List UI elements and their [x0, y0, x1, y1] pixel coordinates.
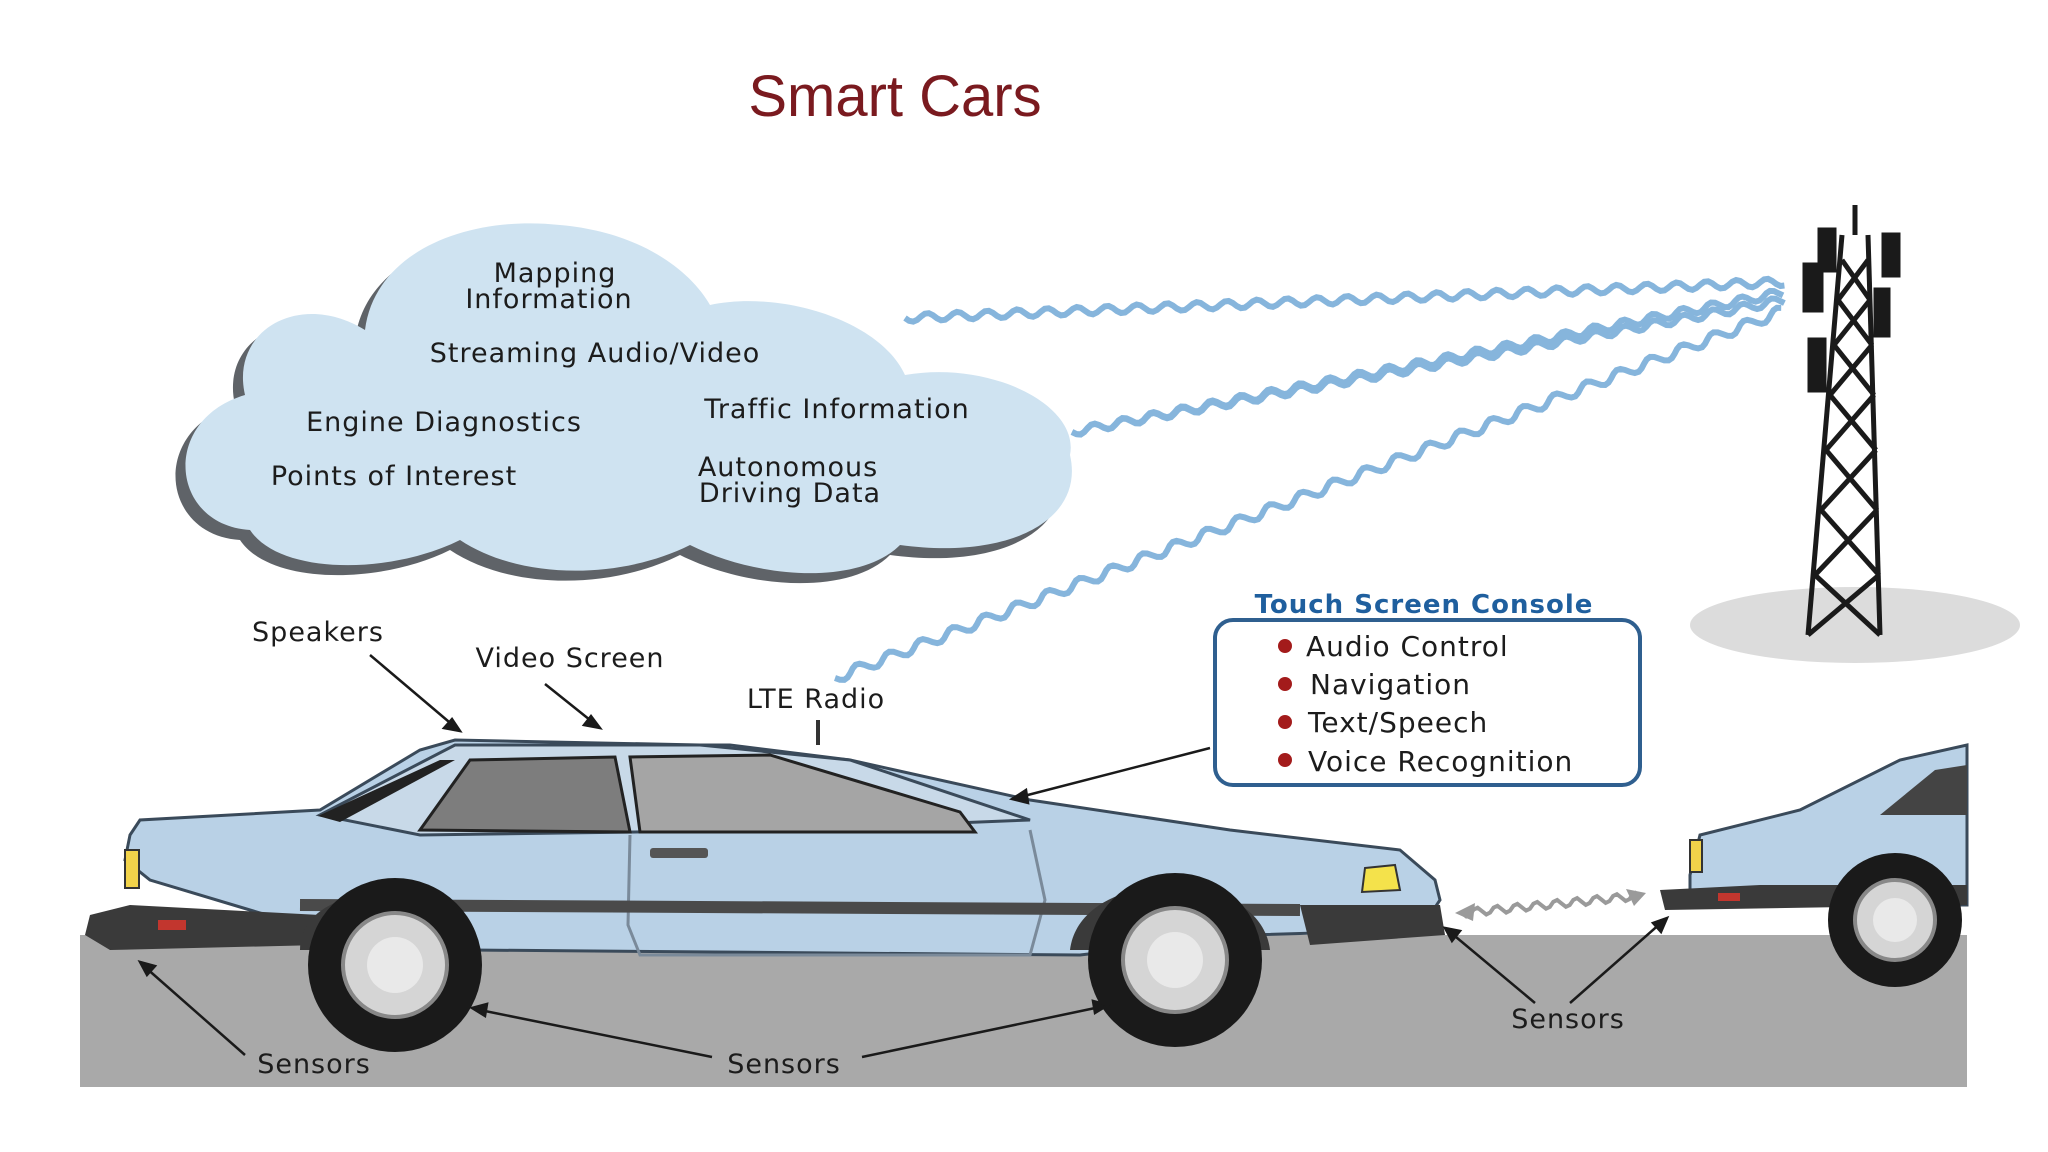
- cloud-text-traffic: Traffic Information: [703, 394, 969, 425]
- label-sensors-wheels: Sensors: [727, 1049, 841, 1080]
- arrow-video-screen: [544, 683, 596, 725]
- console-item-audio: Audio Control: [1306, 630, 1509, 663]
- arrow-speakers: [369, 654, 456, 728]
- second-car-illustration: [1660, 743, 1969, 987]
- signal-wave: [1070, 295, 1786, 438]
- touch-screen-console: Touch Screen Console Audio Control Navig…: [1213, 590, 1642, 787]
- cloud-text-mapping: Mapping: [494, 258, 617, 289]
- bullet-icon: [1278, 715, 1292, 729]
- wireless-signal-waves: [834, 275, 1786, 683]
- label-sensors-rear: Sensors: [257, 1049, 371, 1080]
- label-video-screen: Video Screen: [475, 643, 664, 674]
- console-item-navigation: Navigation: [1310, 668, 1471, 701]
- arrow-sensor-front-right: [1569, 921, 1663, 1004]
- console-box: [1213, 618, 1642, 787]
- cloud-text-poi: Points of Interest: [271, 461, 517, 492]
- console-title: Touch Screen Console: [1255, 590, 1594, 620]
- cloud-text-driving-data: Driving Data: [699, 478, 881, 509]
- signal-wave: [903, 275, 1785, 325]
- cloud-text-engine-diagnostics: Engine Diagnostics: [306, 407, 582, 438]
- cell-tower-icon: [1802, 205, 1901, 637]
- page-title: Smart Cars: [748, 64, 1041, 129]
- bullet-icon: [1278, 753, 1292, 767]
- car-illustration: [85, 720, 1445, 1052]
- proximity-arrow-left: [1455, 903, 1475, 921]
- proximity-arrow-right: [1626, 889, 1646, 906]
- label-lte-radio: LTE Radio: [747, 684, 885, 715]
- bullet-icon: [1278, 677, 1292, 691]
- arrow-sensor-rear: [144, 966, 246, 1056]
- cloud-text-information: Information: [465, 284, 632, 315]
- proximity-signal: [1460, 890, 1638, 919]
- cloud-text-autonomous: Autonomous: [698, 452, 878, 483]
- console-item-text-speech: Text/Speech: [1307, 706, 1488, 739]
- label-sensors-front: Sensors: [1511, 1004, 1625, 1035]
- signal-wave: [834, 304, 1782, 683]
- data-cloud: Mapping Information Streaming Audio/Vide…: [175, 223, 1072, 584]
- arrow-console: [1019, 746, 1211, 799]
- label-speakers: Speakers: [252, 617, 384, 648]
- arrow-sensor-wheel-left: [479, 1008, 713, 1059]
- console-item-voice: Voice Recognition: [1308, 745, 1573, 778]
- arrow-sensor-wheel-right: [861, 1005, 1101, 1059]
- tower-shadow: [1690, 587, 2020, 663]
- bullet-icon: [1278, 639, 1292, 653]
- cloud-text-streaming: Streaming Audio/Video: [430, 338, 761, 369]
- arrow-sensor-front-left: [1449, 931, 1536, 1004]
